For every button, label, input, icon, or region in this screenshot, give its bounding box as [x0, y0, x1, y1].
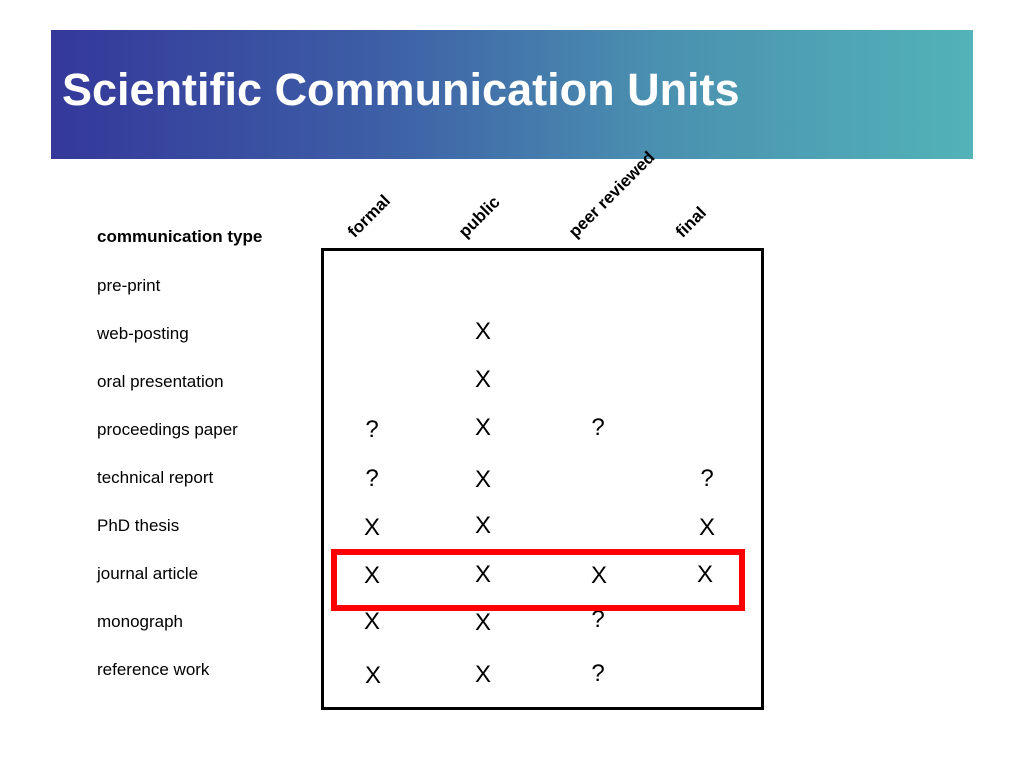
cell-monograph-formal: X [363, 608, 380, 635]
cell-technical-report-formal: ? [365, 465, 379, 492]
cell-monograph-peer-reviewed: ? [591, 606, 605, 633]
cell-journal-article-formal: X [363, 562, 380, 589]
cell-proceedings-paper-peer-reviewed: ? [591, 414, 605, 441]
row-label-technical-report: technical report [97, 468, 214, 487]
column-header-final: final [671, 203, 711, 242]
cell-reference-work-public: X [474, 661, 491, 688]
cell-oral-presentation-public: X [474, 366, 491, 393]
cell-journal-article-peer-reviewed: X [590, 562, 607, 589]
title-banner: Scientific Communication Units [51, 30, 973, 159]
slide-title: Scientific Communication Units [62, 64, 740, 115]
row-label-journal-article: journal article [97, 564, 199, 583]
row-label-web-posting: web-posting [97, 324, 189, 343]
column-header-public: public [454, 192, 504, 242]
cell-journal-article-public: X [474, 561, 491, 588]
row-label-reference-work: reference work [97, 660, 210, 679]
row-label-oral-presentation: oral presentation [97, 372, 224, 391]
journal-article-highlight-box [331, 549, 745, 611]
cell-phd-thesis-final: X [698, 514, 715, 541]
matrix-frame [321, 248, 764, 710]
cell-web-posting-public: X [474, 318, 491, 345]
cell-reference-work-peer-reviewed: ? [591, 660, 605, 687]
row-label-proceedings-paper: proceedings paper [97, 420, 238, 439]
cell-journal-article-final: X [696, 561, 713, 588]
row-label-pre-print: pre-print [97, 276, 161, 295]
cell-reference-work-formal: X [364, 662, 381, 689]
row-header-label: communication type [97, 227, 263, 246]
cell-phd-thesis-formal: X [363, 514, 380, 541]
cell-monograph-public: X [474, 609, 491, 636]
column-header-peer-reviewed: peer reviewed [564, 147, 659, 242]
row-label-phd-thesis: PhD thesis [97, 516, 180, 535]
cell-technical-report-final: ? [700, 465, 714, 492]
column-header-formal: formal [343, 191, 395, 242]
row-label-monograph: monograph [97, 612, 184, 631]
cell-technical-report-public: X [474, 466, 491, 493]
cell-phd-thesis-public: X [474, 512, 491, 539]
cell-proceedings-paper-formal: ? [365, 416, 379, 443]
cell-proceedings-paper-public: X [474, 414, 491, 441]
